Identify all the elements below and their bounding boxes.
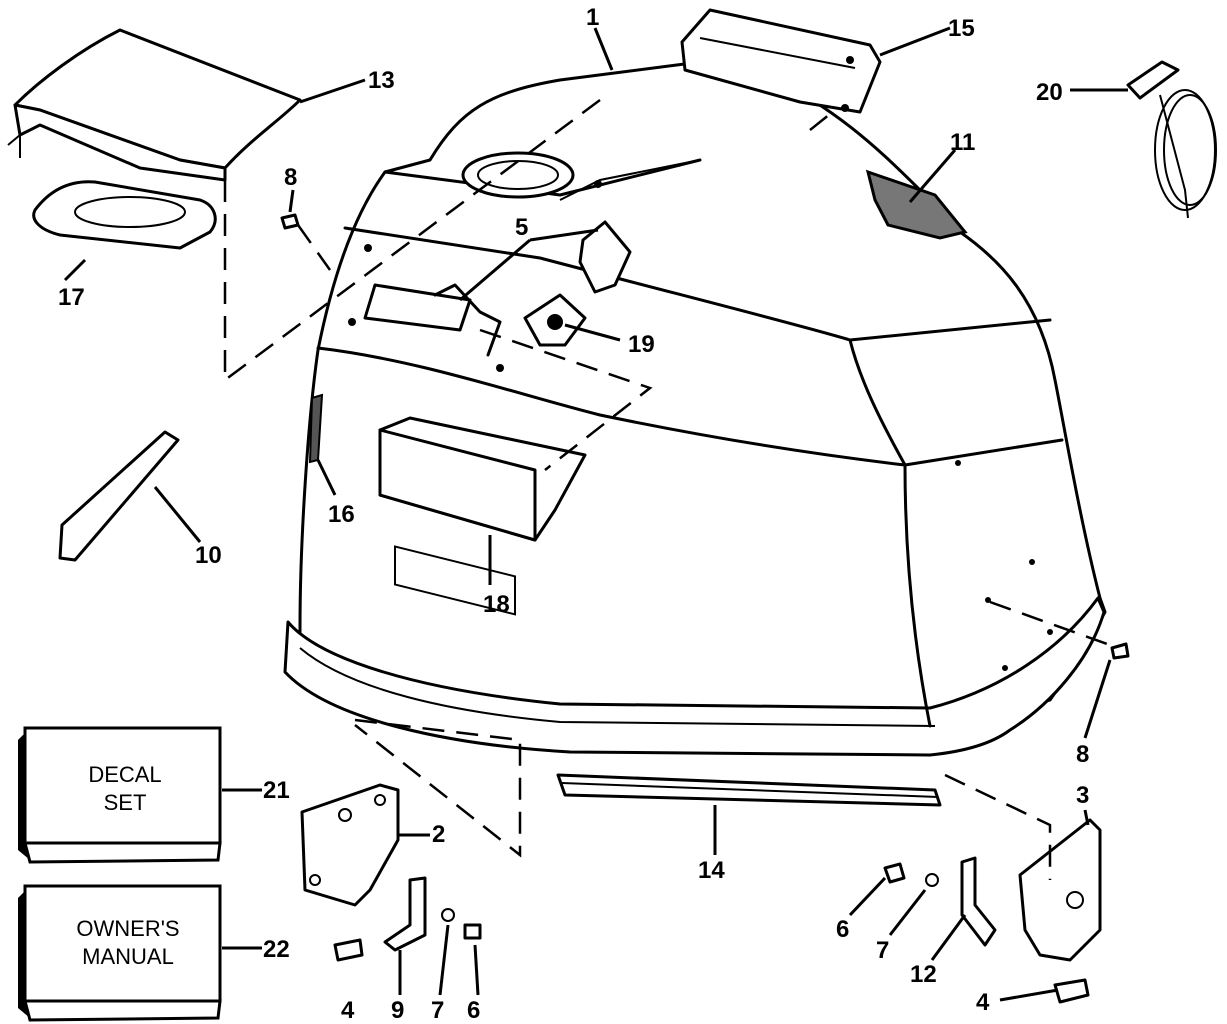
callout-2: 2	[432, 821, 445, 848]
callout-22: 22	[263, 936, 290, 963]
callout-8-side: 8	[1076, 741, 1089, 768]
top-cover	[7, 28, 302, 182]
callout-20: 20	[1036, 79, 1063, 106]
decal-set-box: DECAL SET	[18, 726, 222, 864]
engine-cover	[283, 60, 1107, 757]
callout-18: 18	[483, 591, 510, 618]
ground-cable	[1126, 60, 1217, 219]
callout-19: 19	[628, 331, 655, 358]
right-small-bracket	[960, 856, 997, 947]
callout-7-left: 7	[431, 997, 444, 1024]
callout-9: 9	[391, 997, 404, 1024]
owners-manual-box: OWNER'S MANUAL	[18, 884, 222, 1022]
cover-gasket	[32, 180, 217, 250]
right-latch-bracket	[1018, 818, 1102, 962]
leader-lines	[63, 26, 1128, 1002]
callout-4-left: 4	[341, 997, 355, 1024]
side-decal	[58, 430, 180, 562]
front-grille	[378, 416, 587, 616]
callout-5: 5	[515, 214, 528, 241]
callout-10: 10	[195, 542, 222, 569]
callout-17: 17	[58, 284, 85, 311]
screw-right	[883, 862, 906, 884]
callout-14: 14	[698, 857, 725, 884]
left-latch-bracket	[300, 783, 400, 907]
insulation-pad	[865, 169, 968, 240]
callout-12: 12	[910, 961, 937, 988]
decal-set-line1: DECAL	[88, 762, 161, 787]
callout-6-right: 6	[836, 916, 849, 943]
callout-numbers: 1 15 13 20 11 8 5 19 17 10 16 18 8 21 22…	[58, 4, 1089, 1024]
owners-manual-line2: MANUAL	[82, 944, 174, 969]
callout-15: 15	[948, 15, 975, 42]
callout-21: 21	[263, 777, 290, 804]
screw-top	[280, 213, 300, 230]
callout-4-right: 4	[976, 989, 990, 1016]
knob-right	[1053, 978, 1090, 1004]
knob-left	[333, 938, 364, 962]
screw-side	[1110, 642, 1130, 660]
callout-7-right: 7	[876, 937, 889, 964]
assembly-dashed-lines	[223, 98, 1111, 880]
latch-plate	[578, 220, 632, 294]
washer-right	[925, 873, 939, 887]
callout-3: 3	[1076, 782, 1089, 809]
screw-left	[463, 923, 482, 940]
rear-vent	[680, 8, 882, 114]
owners-manual-line1: OWNER'S	[76, 916, 179, 941]
callout-1: 1	[586, 4, 599, 31]
callout-16: 16	[328, 501, 355, 528]
callout-13: 13	[368, 67, 395, 94]
washer-left	[441, 908, 455, 922]
callout-8-top: 8	[284, 164, 297, 191]
decal-set-line2: SET	[104, 790, 147, 815]
callout-6-left: 6	[467, 997, 480, 1024]
left-small-bracket	[383, 876, 427, 952]
callout-11: 11	[950, 129, 975, 156]
